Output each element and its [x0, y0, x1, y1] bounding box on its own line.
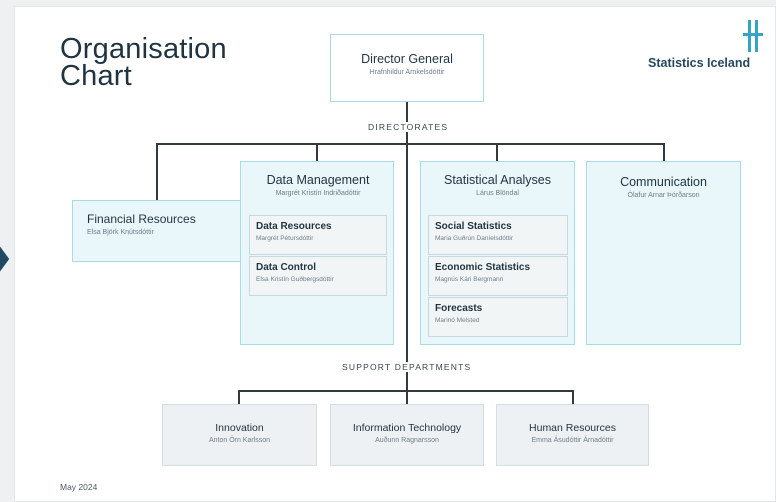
director-general-title: Director General [361, 52, 453, 66]
directorates-label: DIRECTORATES [364, 122, 453, 132]
date-label: May 2024 [60, 482, 98, 492]
connector-statistical-analyses [496, 143, 498, 161]
financial-resources-box[interactable]: Financial Resources Elsa Björk Knútsdótt… [72, 200, 242, 262]
social-statistics-title: Social Statistics [435, 221, 512, 232]
statistics-iceland-logo: Statistics Iceland [640, 18, 770, 74]
human-resources-title: Human Resources [529, 422, 616, 434]
data-control-title: Data Control [256, 262, 316, 273]
forecasts-box[interactable]: Forecasts Marinó Melsted [428, 297, 568, 337]
connector-communication [663, 143, 665, 161]
social-statistics-name: Maria Guðrún Daníelsdóttir [435, 235, 514, 242]
data-control-name: Elsa Kristín Guðbergsdóttir [256, 276, 334, 283]
data-resources-box[interactable]: Data Resources Margrét Pétursdóttir [249, 215, 387, 255]
data-resources-name: Margrét Pétursdóttir [256, 235, 314, 242]
connector-human-resources [572, 390, 574, 405]
innovation-name: Anton Örn Karlsson [208, 437, 271, 444]
information-technology-name: Auðunn Ragnarsson [375, 437, 439, 444]
human-resources-name: Emma Ásudóttir Árnadóttir [531, 437, 614, 444]
financial-resources-name: Elsa Björk Knútsdóttir [87, 229, 154, 236]
connector-main-vertical [406, 102, 408, 392]
data-control-box[interactable]: Data Control Elsa Kristín Guðbergsdóttir [249, 256, 387, 296]
page-title: Organisation Chart [60, 33, 227, 92]
social-statistics-box[interactable]: Social Statistics Maria Guðrún Daníelsdó… [428, 215, 568, 255]
statistics-iceland-logo-icon [743, 20, 763, 52]
prev-slide-arrow-icon[interactable] [0, 241, 10, 277]
connector-innovation [238, 390, 240, 405]
support-departments-label: SUPPORT DEPARTMENTS [338, 362, 476, 372]
economic-statistics-name: Magnús Kári Bergmann [435, 276, 504, 283]
human-resources-box[interactable]: Human Resources Emma Ásudóttir Árnadótti… [496, 404, 649, 466]
connector-directorates-horizontal [156, 143, 665, 145]
statistical-analyses-title: Statistical Analyses [444, 173, 551, 187]
information-technology-box[interactable]: Information Technology Auðunn Ragnarsson [330, 404, 484, 466]
connector-information-technology [406, 390, 408, 405]
information-technology-title: Information Technology [352, 422, 462, 434]
innovation-box[interactable]: Innovation Anton Örn Karlsson [162, 404, 317, 466]
data-management-box[interactable]: Data Management Margrét Kristín Indriðad… [240, 161, 394, 345]
connector-data-management [316, 143, 318, 161]
economic-statistics-title: Economic Statistics [435, 262, 531, 273]
logo-text: Statistics Iceland [648, 56, 751, 70]
statistical-analyses-name: Lárus Blöndal [476, 190, 519, 197]
economic-statistics-box[interactable]: Economic Statistics Magnús Kári Bergmann [428, 256, 568, 296]
statistical-analyses-box[interactable]: Statistical Analyses Lárus Blöndal Socia… [420, 161, 575, 345]
communication-box[interactable]: Communication Ólafur Arnar Þórðarson [586, 161, 741, 345]
forecasts-name: Marinó Melsted [435, 317, 480, 324]
innovation-title: Innovation [215, 422, 264, 434]
data-management-name: Margrét Kristín Indriðadóttir [275, 190, 361, 197]
communication-title: Communication [620, 175, 707, 189]
forecasts-title: Forecasts [435, 303, 483, 314]
director-general-name: Hrafnhildur Arnkelsdóttir [369, 69, 445, 76]
director-general-box[interactable]: Director General Hrafnhildur Arnkelsdótt… [330, 34, 484, 102]
communication-name: Ólafur Arnar Þórðarson [627, 192, 700, 199]
data-resources-title: Data Resources [256, 221, 332, 232]
connector-financial [156, 143, 158, 201]
data-management-title: Data Management [266, 173, 370, 187]
financial-resources-title: Financial Resources [87, 212, 196, 226]
